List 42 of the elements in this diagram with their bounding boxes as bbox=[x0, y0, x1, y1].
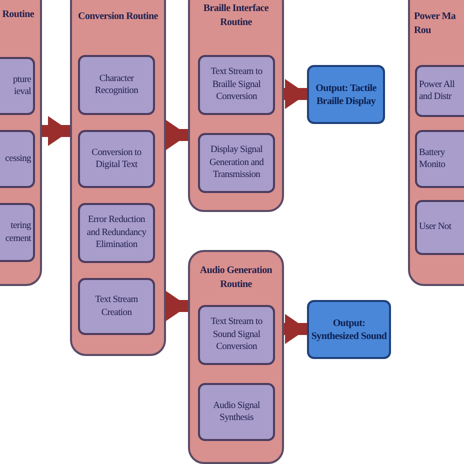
process-label: Error Reduction and Redundancy Elimination bbox=[86, 214, 148, 252]
routine-panel bbox=[188, 250, 284, 464]
process-label: User Not bbox=[419, 221, 452, 234]
process-label: Audio Signal Synthesis bbox=[212, 400, 261, 424]
arrow bbox=[284, 79, 307, 109]
process-box bbox=[78, 203, 155, 263]
routine-title: Power Ma Rou bbox=[414, 10, 457, 37]
output-label: Output: Tactile Braille Display bbox=[314, 82, 378, 108]
output-box bbox=[307, 300, 391, 359]
arrow bbox=[42, 116, 70, 146]
output-label: Output: Synthesized Sound bbox=[311, 316, 387, 342]
routine-title: Braille Interface Routine bbox=[202, 2, 270, 29]
process-label: Display Signal Generation and Transmission bbox=[208, 144, 265, 182]
process-box bbox=[198, 305, 275, 365]
arrow bbox=[166, 291, 188, 321]
process-box bbox=[415, 130, 464, 188]
process-label: Text Stream to Braille Signal Conversion bbox=[210, 66, 264, 104]
process-box bbox=[198, 383, 275, 441]
process-label: Power All and Distr bbox=[419, 78, 456, 104]
process-label: Text Stream to Sound Signal Conversion bbox=[210, 316, 264, 354]
process-label: tering cement bbox=[5, 220, 31, 245]
process-box bbox=[78, 278, 155, 335]
process-box bbox=[78, 55, 155, 115]
process-label: Conversion to Digital Text bbox=[90, 146, 142, 172]
process-label: pture ieval bbox=[12, 74, 31, 98]
process-label: cessing bbox=[5, 152, 31, 166]
arrow bbox=[166, 120, 188, 150]
output-box bbox=[307, 65, 385, 124]
process-box bbox=[415, 200, 464, 255]
arrow bbox=[284, 314, 307, 344]
process-label: Battery Monito bbox=[419, 146, 446, 172]
process-box bbox=[198, 133, 275, 193]
process-box bbox=[415, 65, 464, 117]
process-label: Text Stream Creation bbox=[94, 294, 139, 319]
routine-title: Audio Generation Routine bbox=[198, 264, 274, 291]
routine-title: Routine bbox=[2, 8, 34, 22]
routine-title: Conversion Routine bbox=[77, 10, 159, 24]
process-box bbox=[78, 130, 155, 188]
process-label: Character Recognition bbox=[94, 72, 140, 98]
routine-panel bbox=[70, 0, 166, 356]
routine-panel bbox=[188, 0, 284, 212]
process-box bbox=[198, 55, 275, 115]
